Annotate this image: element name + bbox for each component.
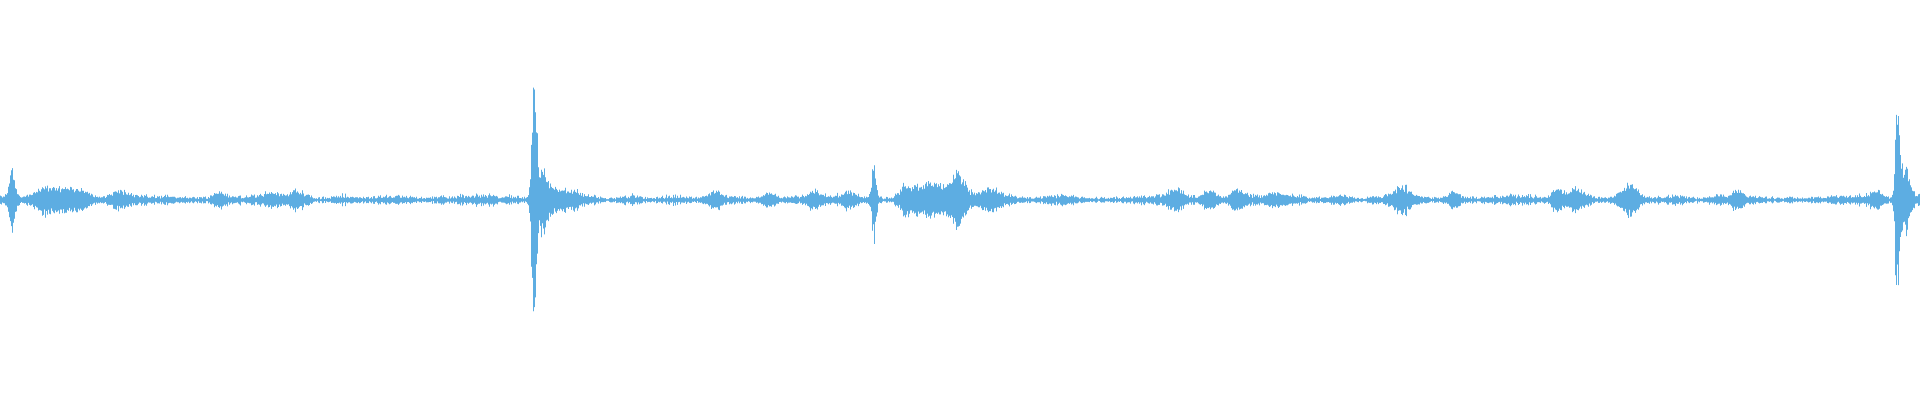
waveform-amplitude-path [0, 87, 1920, 312]
waveform-bars [0, 87, 1920, 312]
